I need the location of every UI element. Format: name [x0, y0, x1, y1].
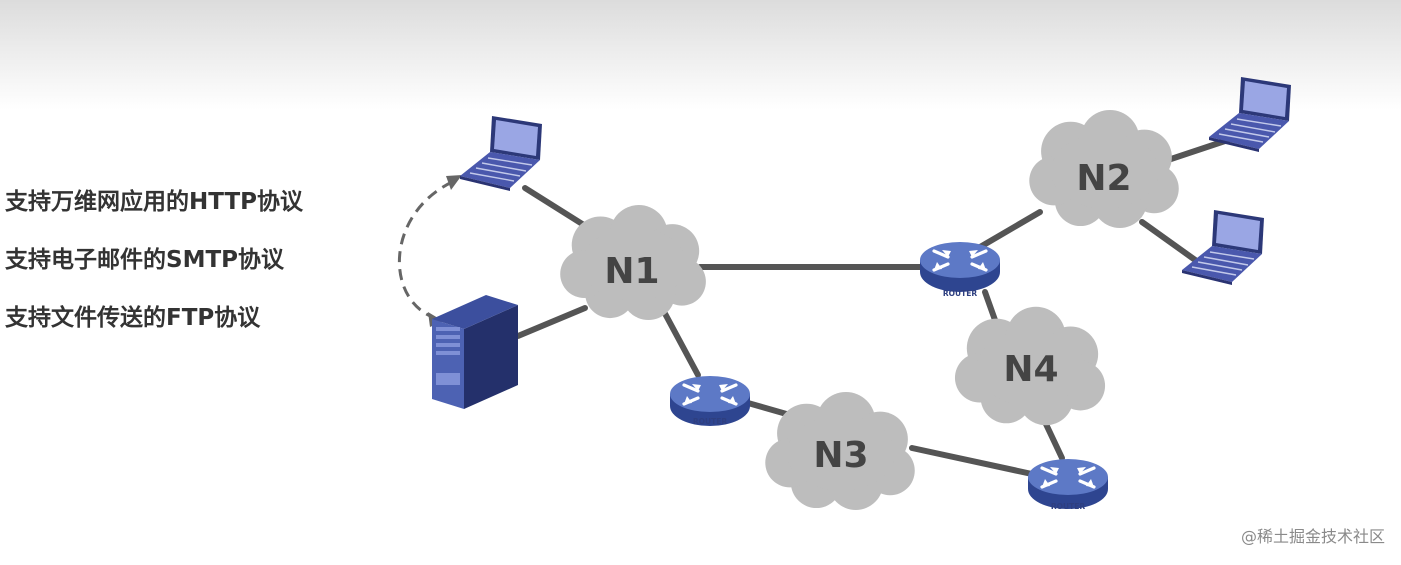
link-server-n1: [515, 305, 588, 339]
request-response-arrow: [397, 180, 453, 320]
network-label-n2: N2: [1076, 158, 1131, 199]
link-n2-laptop2: [1165, 137, 1231, 163]
protocol-ftp: 支持文件传送的FTP协议: [5, 305, 261, 331]
network-label-n1: N1: [604, 251, 659, 292]
link-n4-router3: [1042, 419, 1065, 461]
link-router1-n4: [982, 289, 998, 323]
laptop-n2-top-icon: [1208, 76, 1292, 153]
network-label-n4: N4: [1003, 349, 1058, 390]
network-label-n3: N3: [813, 435, 868, 476]
router-1-label: ROUTER: [943, 289, 977, 298]
router-2-label: ROUTER: [693, 417, 727, 426]
arrow-head-top: [446, 175, 462, 190]
link-n3-router3: [909, 445, 1035, 477]
router-1-icon: [918, 240, 1002, 294]
protocol-smtp: 支持电子邮件的SMTP协议: [5, 247, 284, 273]
watermark: @稀土掘金技术社区: [1240, 527, 1385, 546]
laptop-n2-bottom-icon: [1181, 209, 1265, 286]
link-router1-n2: [972, 209, 1043, 253]
link-n1-router2: [659, 305, 701, 378]
protocol-http: 支持万维网应用的HTTP协议: [5, 189, 304, 215]
laptop-client-icon: [459, 115, 543, 191]
header-band: [0, 0, 1401, 110]
protocol-list: 支持万维网应用的HTTP协议 支持电子邮件的SMTP协议 支持文件传送的FTP协…: [5, 180, 385, 354]
router-3-label: ROUTER: [1051, 502, 1085, 511]
link-n2-laptop3: [1139, 219, 1201, 265]
server-icon: [432, 295, 518, 409]
link-router2-n3: [745, 400, 793, 418]
